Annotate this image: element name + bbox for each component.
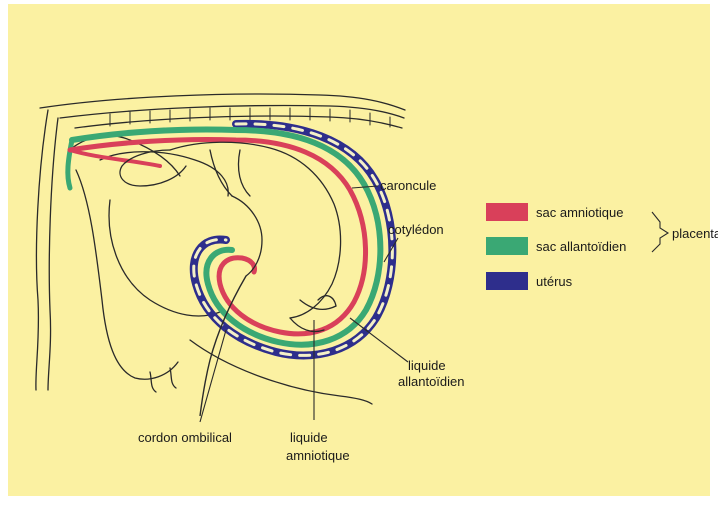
legend-swatch-uterus [486, 272, 528, 290]
label-cordon-ombilical: cordon ombilical [138, 430, 232, 445]
legend-swatch-allantois [486, 237, 528, 255]
legend-label-allantois: sac allantoïdien [536, 239, 626, 254]
label-liquide-allantoidien-2: allantoïdien [398, 374, 465, 389]
label-liquide-allantoidien-1: liquide [408, 358, 446, 373]
label-liquide-amniotique-2: amniotique [286, 448, 350, 463]
legend-label-uterus: utérus [536, 274, 573, 289]
label-caroncule: caroncule [380, 178, 436, 193]
legend-label-amnion: sac amniotique [536, 205, 623, 220]
label-liquide-amniotique-1: liquide [290, 430, 328, 445]
legend-swatch-amnion [486, 203, 528, 221]
legend-group-label: placenta [672, 226, 718, 241]
label-cotyledon: cotylédon [388, 222, 444, 237]
